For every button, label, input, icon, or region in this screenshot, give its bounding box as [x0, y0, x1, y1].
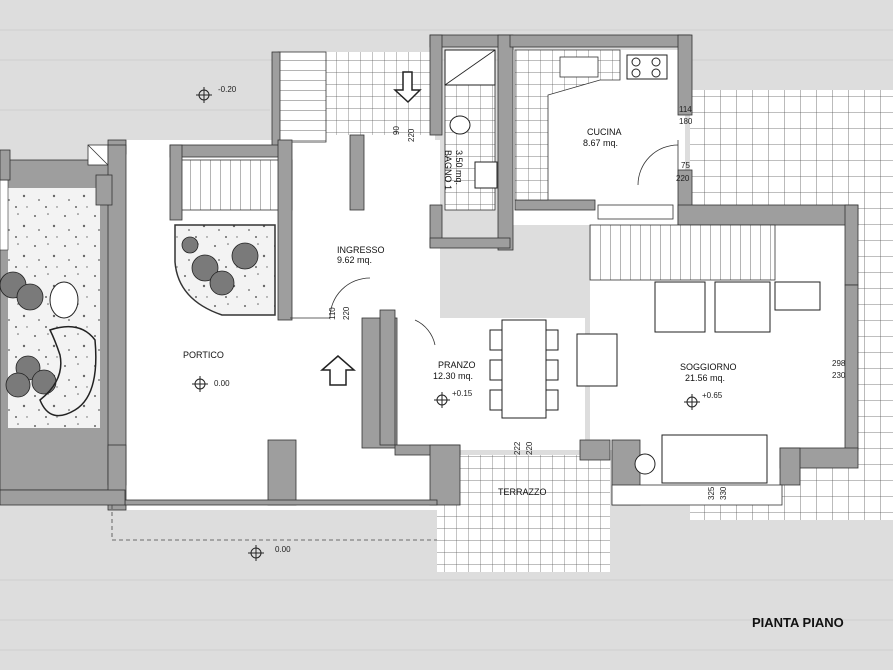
portico-stairs	[179, 159, 293, 211]
tv-unit	[774, 281, 821, 311]
dim-cucina-door-w: 75	[681, 161, 690, 170]
garden-stone	[49, 281, 79, 319]
portico-arrow-icon	[320, 355, 356, 386]
room-name-terrazzo: TERRAZZO	[498, 487, 547, 497]
toilet	[449, 115, 471, 135]
dim-bagno-door-w: 90	[392, 126, 401, 135]
kitchen-counter	[514, 49, 621, 201]
stove-burners	[631, 57, 661, 78]
dim-ingresso-door-w: 110	[328, 307, 337, 320]
dimension-labels: 90 220 110 220 114 180 75 220 222 220 29…	[328, 105, 846, 500]
living-stairs	[589, 224, 776, 281]
dim-soggiorno-bottom-h: 330	[719, 486, 728, 500]
dim-pranzo-door-w: 222	[513, 441, 522, 455]
washbasin	[474, 161, 498, 189]
level-labels: -0.20 0.00 0.00 +0.15 +0.65	[214, 85, 723, 554]
dining-table	[501, 319, 547, 419]
dim-soggiorno-window-h: 230	[832, 371, 846, 380]
fireplace	[634, 453, 656, 475]
radiator	[597, 204, 674, 220]
room-area-pranzo: 12.30 mq.	[433, 371, 473, 381]
garden-gate	[0, 179, 9, 251]
room-labels: INGRESSO 9.62 mq. CUCINA 8.67 mq. BAGNO …	[183, 127, 737, 497]
dining-chairs	[489, 329, 559, 411]
room-name-bagno: BAGNO 1	[443, 150, 453, 190]
planter-shrubs	[181, 236, 259, 296]
entry-stairs	[277, 51, 327, 143]
room-name-portico: PORTICO	[183, 350, 224, 360]
dim-soggiorno-window-w: 298	[832, 359, 846, 368]
sideboard	[576, 333, 618, 387]
level-portico: 0.00	[214, 379, 230, 388]
room-name-ingresso: INGRESSO	[337, 245, 385, 255]
room-name-soggiorno: SOGGIORNO	[680, 362, 737, 372]
entry-arrow-icon	[393, 71, 422, 104]
room-area-ingresso: 9.62 mq.	[337, 255, 372, 265]
dim-ingresso-door-h: 220	[342, 306, 351, 320]
level-outside: 0.00	[275, 545, 291, 554]
level-top: -0.20	[218, 85, 237, 94]
room-area-soggiorno: 21.56 mq.	[685, 373, 725, 383]
level-pranzo: +0.15	[452, 389, 473, 398]
garden-path	[39, 325, 97, 417]
dim-cucina-door-h: 220	[676, 174, 690, 183]
garden-shrubs	[0, 271, 57, 398]
plan-title: PIANTA PIANO	[752, 615, 844, 630]
doors	[290, 140, 679, 346]
dim-soggiorno-bottom-w: 325	[707, 486, 716, 500]
roof-outline	[111, 505, 437, 541]
room-name-pranzo: PRANZO	[438, 360, 476, 370]
terrazzo-tiles	[437, 455, 610, 572]
level-soggiorno: +0.65	[702, 391, 723, 400]
dim-cucina-window-h: 180	[679, 117, 693, 126]
walls	[0, 34, 859, 511]
room-area-bagno: 3.50 mq.	[454, 150, 464, 185]
level-markers	[192, 87, 700, 561]
room-name-cucina: CUCINA	[587, 127, 622, 137]
dim-pranzo-door-h: 220	[525, 441, 534, 455]
sofa	[661, 434, 768, 484]
room-area-cucina: 8.67 mq.	[583, 138, 618, 148]
dim-bagno-door-h: 220	[407, 128, 416, 142]
dim-cucina-window-w: 114	[679, 105, 692, 114]
armchairs	[654, 281, 771, 333]
kitchen-sink	[559, 56, 599, 78]
